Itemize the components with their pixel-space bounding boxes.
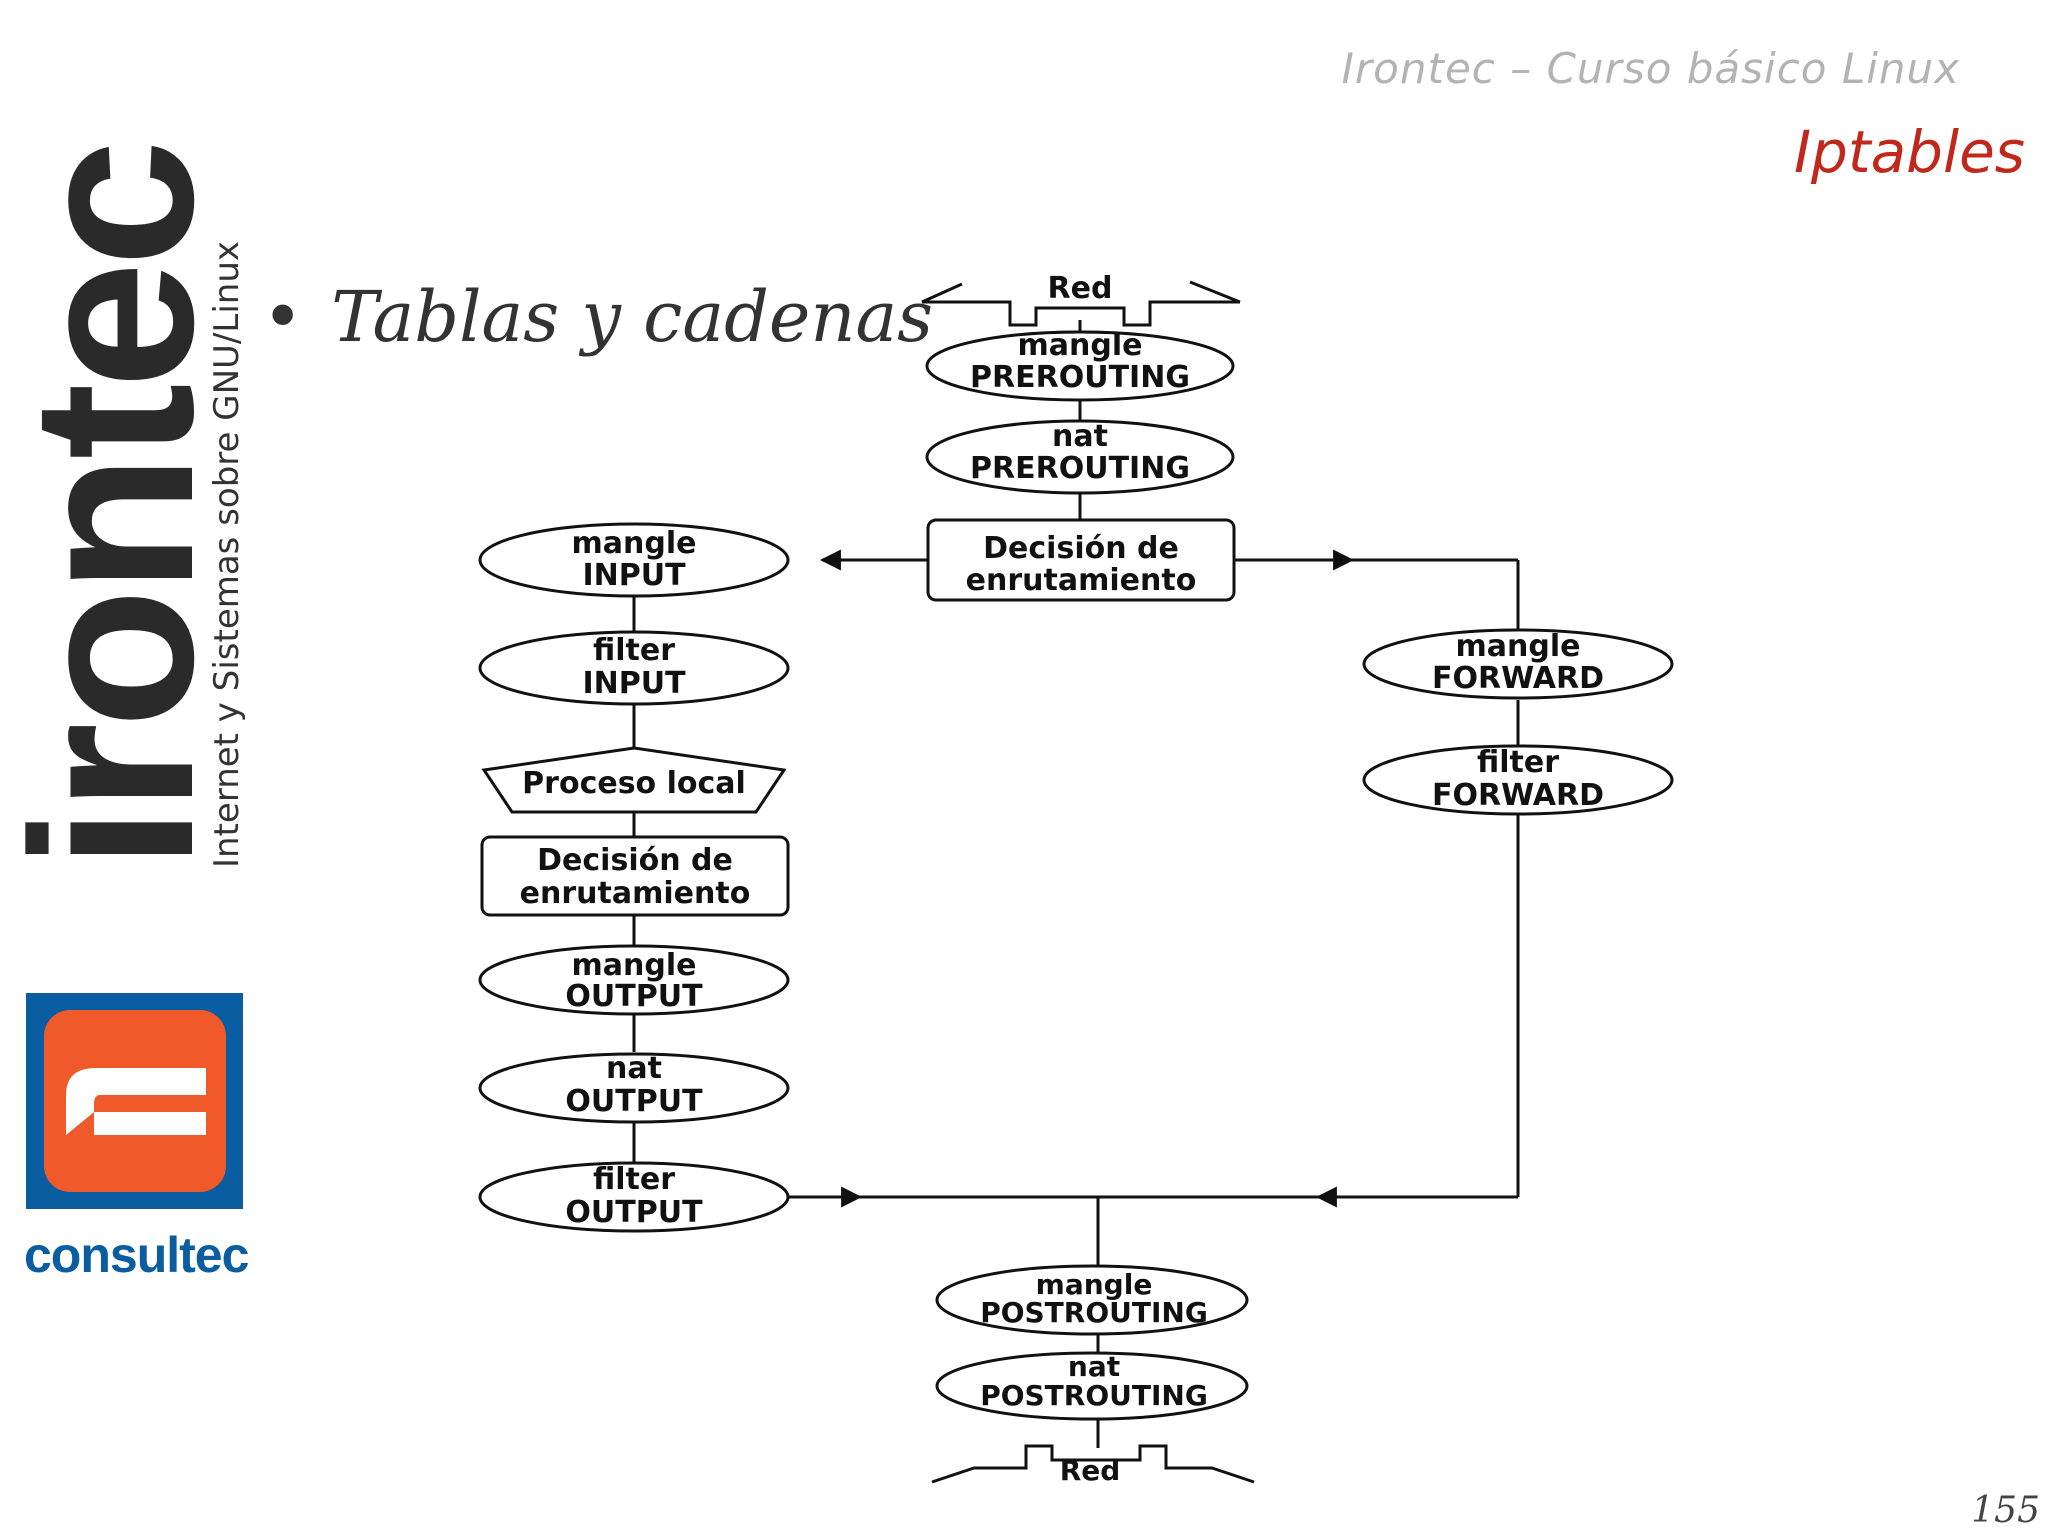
section-title: Iptables: [1793, 118, 2025, 186]
node-mangle-postrouting: [935, 1264, 1249, 1336]
label-filter-forward-1: filter: [1477, 745, 1559, 780]
label-mangle-prerouting-1: mangle: [1018, 328, 1143, 363]
irontec-logo: irontec Internet y Sistemas sobre GNU/Li…: [0, 145, 247, 870]
label-nat-postrouting-1: nat: [1068, 1350, 1120, 1383]
node-mangle-output: [478, 944, 790, 1016]
network-bottom-outline: [931, 1444, 1255, 1484]
label-routing-top-2: enrutamiento: [966, 563, 1197, 598]
label-mangle-input-2: INPUT: [582, 558, 686, 593]
network-top: Red: [921, 271, 1241, 327]
label-mangle-postrouting-2: POSTROUTING: [980, 1296, 1208, 1329]
label-filter-input-2: INPUT: [582, 666, 686, 701]
node-nat-output: [478, 1052, 790, 1124]
label-filter-forward-2: FORWARD: [1432, 778, 1604, 813]
node-mangle-input: [478, 522, 790, 598]
bullet-text: Tablas y cadenas: [331, 276, 934, 358]
label-routing-local-1: Decisión de: [537, 843, 733, 878]
label-mangle-forward-1: mangle: [1456, 629, 1581, 664]
network-top-label: Red: [1048, 271, 1113, 306]
label-local-process: Proceso local: [522, 766, 746, 801]
label-routing-top-1: Decisión de: [983, 531, 1179, 566]
node-nat-prerouting: [925, 419, 1235, 495]
irontec-tagline: Internet y Sistemas sobre GNU/Linux: [207, 241, 247, 868]
irontec-logo-word: irontec: [0, 145, 241, 870]
label-nat-output-1: nat: [606, 1051, 662, 1086]
consultec-c-shape: [66, 1068, 206, 1135]
label-mangle-output-2: OUTPUT: [565, 979, 703, 1014]
label-filter-output-1: filter: [593, 1162, 675, 1197]
label-nat-postrouting-2: POSTROUTING: [980, 1379, 1208, 1412]
label-filter-output-2: OUTPUT: [565, 1195, 703, 1230]
label-mangle-input-1: mangle: [572, 526, 697, 561]
label-nat-prerouting-2: PREROUTING: [970, 451, 1190, 486]
label-mangle-prerouting-2: PREROUTING: [970, 360, 1190, 395]
label-nat-output-2: OUTPUT: [565, 1084, 703, 1119]
label-mangle-postrouting-1: mangle: [1036, 1268, 1153, 1301]
node-routing-local: [480, 835, 790, 917]
network-top-outline: [921, 280, 1241, 327]
bullet-item: •Tablas y cadenas: [262, 276, 934, 358]
label-mangle-output-1: mangle: [572, 948, 697, 983]
consultec-logo-badge: [44, 1010, 226, 1192]
page-number: 155: [1971, 1490, 2040, 1531]
node-filter-forward: [1362, 744, 1674, 816]
network-bottom-label: Red: [1060, 1454, 1121, 1487]
node-local-process: [481, 746, 787, 814]
node-filter-input: [478, 630, 790, 706]
node-nat-postrouting: [935, 1351, 1249, 1421]
label-mangle-forward-2: FORWARD: [1432, 661, 1604, 696]
consultec-logo: consultec: [24, 993, 250, 1283]
label-routing-local-2: enrutamiento: [520, 876, 751, 911]
label-nat-prerouting-1: nat: [1052, 419, 1108, 454]
node-mangle-prerouting: [925, 330, 1235, 402]
node-routing-top: [926, 518, 1236, 602]
label-filter-input-1: filter: [593, 633, 675, 668]
consultec-logo-word: consultec: [24, 1227, 249, 1283]
node-mangle-forward: [1362, 628, 1674, 700]
course-title: Irontec – Curso básico Linux: [1341, 44, 1960, 93]
network-bottom: Red: [931, 1444, 1255, 1487]
node-filter-output: [478, 1161, 790, 1233]
